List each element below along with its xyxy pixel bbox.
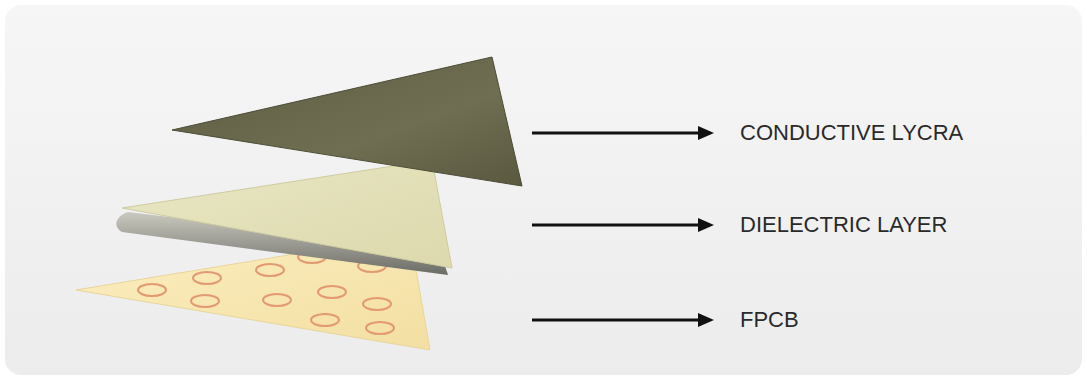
- layer-label: FPCB: [740, 309, 799, 331]
- layer-label: DIELECTRIC LAYER: [740, 214, 947, 236]
- layer-label: CONDUCTIVE LYCRA: [740, 122, 963, 144]
